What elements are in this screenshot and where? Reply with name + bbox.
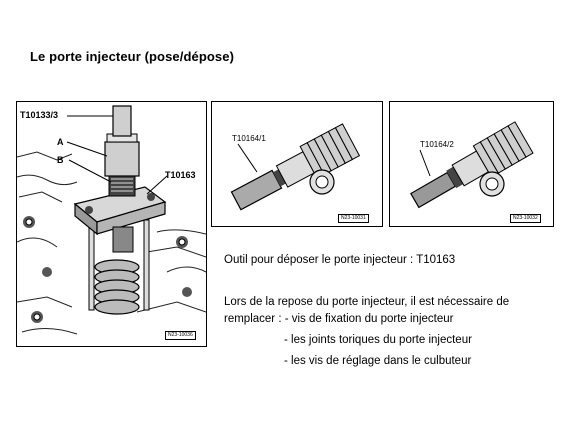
tool-t10164-2-illustration [410, 121, 534, 209]
tool-t10164-2-figure: T10164/2 N23-10032 [389, 101, 554, 227]
tool-t10164-1-illustration [230, 123, 361, 211]
figure-ref-code: N23-10036 [165, 331, 196, 340]
puller-label-t10163: T10163 [165, 170, 196, 180]
tool-label-t10133: T10133/3 [20, 110, 59, 120]
instruction-item-o-rings: - les joints toriques du porte injecteur [284, 334, 472, 346]
label-b: B [57, 155, 64, 165]
instruction-line-1: Lors de la repose du porte injecteur, il… [224, 296, 510, 308]
tool-t10164-1-ref-code: N23-10031 [338, 214, 369, 223]
injector-puller-figure: T10133/3 A B T10163 N23-10036 [16, 101, 207, 347]
tool-t10164-1-figure: T10164/1 N23-10031 [211, 101, 383, 227]
puller-illustration [17, 105, 206, 335]
page-title: Le porte injecteur (pose/dépose) [30, 49, 235, 64]
instruction-line-2: remplacer : - vis de fixation du porte i… [224, 313, 454, 325]
tool-description: Outil pour déposer le porte injecteur : … [224, 254, 456, 266]
tool-t10164-2-label: T10164/2 [420, 140, 454, 149]
instruction-item-adjust-screws: - les vis de réglage dans le culbuteur [284, 355, 472, 367]
tool-t10164-1-label: T10164/1 [232, 134, 266, 143]
tool-t10164-2-ref-code: N23-10032 [510, 214, 541, 223]
label-a: A [57, 137, 64, 147]
